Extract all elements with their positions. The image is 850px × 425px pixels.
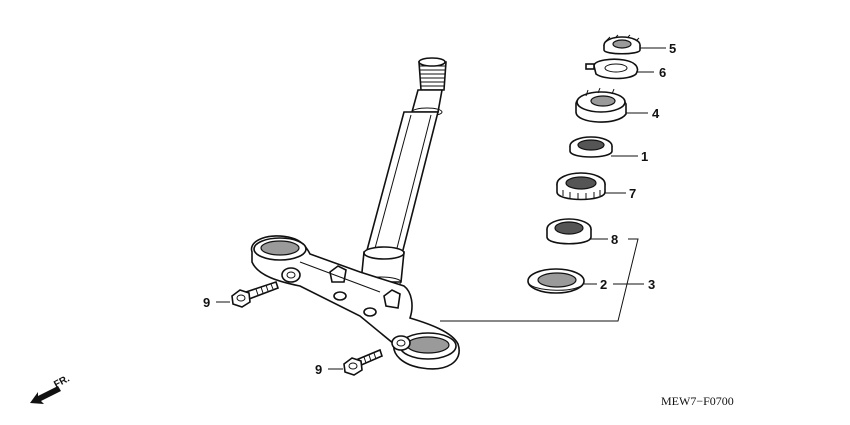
- leader-lines: [216, 47, 666, 370]
- drawing-code: MEW7−F0700: [661, 394, 734, 408]
- front-direction-arrow: FR.: [30, 373, 72, 404]
- lock-nut: [603, 34, 641, 55]
- adjusting-nut: [575, 87, 627, 123]
- callout-3: 3: [648, 277, 655, 292]
- callout-2: 2: [600, 277, 607, 292]
- pinch-bolt-lower: [343, 348, 383, 376]
- upper-bearing-race: [569, 136, 613, 158]
- callout-4: 4: [652, 106, 660, 121]
- lock-washer: [585, 58, 639, 80]
- pinch-bolt-upper: [231, 280, 280, 308]
- steering-stem: [360, 57, 447, 288]
- steering-bearing: [556, 172, 606, 201]
- callout-8: 8: [611, 232, 618, 247]
- bottom-bridge: [250, 235, 460, 370]
- lower-bearing-race: [546, 218, 592, 245]
- callout-9-upper: 9: [203, 295, 210, 310]
- callout-7: 7: [629, 186, 636, 201]
- callout-9-lower: 9: [315, 362, 322, 377]
- direction-label: FR.: [52, 373, 72, 390]
- dust-seal: [527, 268, 585, 294]
- callout-6: 6: [659, 65, 666, 80]
- callout-5: 5: [669, 41, 676, 56]
- callout-1: 1: [641, 149, 648, 164]
